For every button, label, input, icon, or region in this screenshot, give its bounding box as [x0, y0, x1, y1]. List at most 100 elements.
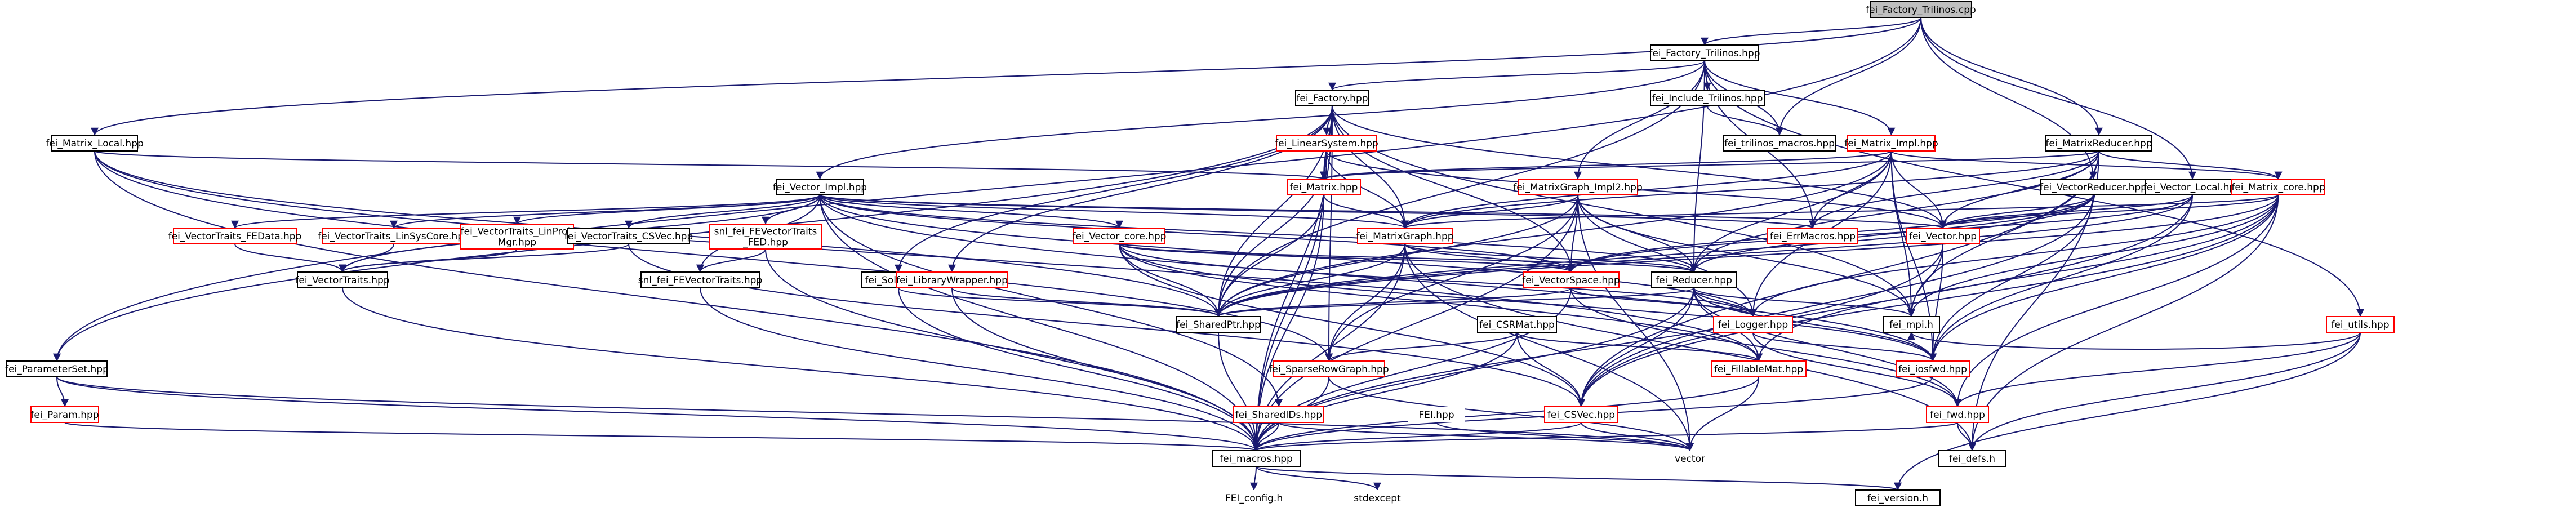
node-box — [460, 224, 574, 250]
node-fei-sharedptr-hpp[interactable]: fei_SharedPtr.hpp — [1176, 316, 1261, 333]
node-fei-vector-impl-hpp[interactable]: fei_Vector_Impl.hpp — [773, 179, 867, 195]
node-fei-parameterset-hpp[interactable]: fei_ParameterSet.hpp — [5, 360, 109, 377]
edge-factory-trilinos-hpp-to-matrix-impl — [1704, 60, 1896, 136]
node-fei-version-h[interactable]: fei_version.h — [1855, 489, 1941, 506]
node-fei-vectortraits-hpp[interactable]: fei_VectorTraits.hpp — [295, 271, 390, 288]
node-stdexcept[interactable]: stdexcept — [1346, 490, 1408, 506]
node-label: fei_defs.h — [1949, 453, 1995, 465]
node-box — [1073, 228, 1165, 244]
node-label: fei_Matrix.hpp — [1290, 182, 1358, 193]
node-fei-librarywrapper-hpp[interactable]: fei_LibraryWrapper.hpp — [896, 271, 1008, 288]
edge-macros-to-fei-config — [1250, 466, 1258, 491]
node-fei-linearsystem-hpp[interactable]: fei_LinearSystem.hpp — [1275, 135, 1378, 152]
node-fei-defs-h[interactable]: fei_defs.h — [1938, 450, 2006, 467]
node-fei-sharedids-hpp[interactable]: fei_SharedIDs.hpp — [1233, 406, 1324, 423]
node-box — [1212, 490, 1296, 506]
edge-matrixgraph-to-vectorspace — [1404, 243, 1575, 273]
node-label: fei_MatrixGraph.hpp — [1356, 231, 1453, 242]
node-snl-fei-fevectortraits-hpp[interactable]: snl_fei_FEVectorTraits.hpp — [638, 271, 763, 288]
node-box — [1523, 271, 1620, 288]
node-snl-fei-fevectortraits-fed-hpp[interactable]: snl_fei_FEVectorTraits_FED.hpp — [709, 224, 822, 250]
edge-linearsystem-to-matrixgraph — [1326, 150, 1409, 229]
node-label: fei_Factory_Trilinos.cpp — [1866, 5, 1976, 16]
edge-reducer-to-logger — [1693, 287, 1757, 317]
node-fei-param-hpp[interactable]: fei_Param.hpp — [30, 406, 99, 423]
node-fei-vectorspace-hpp[interactable]: fei_VectorSpace.hpp — [1522, 271, 1620, 288]
node-fei-factory-hpp[interactable]: fei_Factory.hpp — [1295, 90, 1369, 106]
node-fei-vector-local-hpp[interactable]: fei_Vector_Local.hpp — [2143, 179, 2241, 195]
node-fei-vector-hpp[interactable]: fei_Vector.hpp — [1906, 228, 1980, 244]
node-fei-matrix-local-hpp[interactable]: fei_Matrix_Local.hpp — [46, 135, 144, 152]
node-fei-logger-hpp[interactable]: fei_Logger.hpp — [1713, 316, 1793, 333]
node-fei-errmacros-hpp[interactable]: fei_ErrMacros.hpp — [1767, 228, 1858, 244]
edge-snl-fevt-fed-to-snl-fevt — [696, 248, 766, 273]
node-fei-vectortraits-fedata-hpp[interactable]: fei_VectorTraits_FEData.hpp — [168, 228, 302, 244]
node-box — [51, 135, 138, 152]
node-vector[interactable]: vector — [1662, 451, 1718, 466]
node-fei-vectortraits-csvec-hpp[interactable]: fei_VectorTraits_CSVec.hpp — [564, 228, 693, 244]
edge-matrixgraph-impl2-to-sparserowgraph — [1325, 194, 1578, 362]
node-fei-fillablemat-hpp[interactable]: fei_FillableMat.hpp — [1711, 360, 1807, 377]
node-fei-macros-hpp[interactable]: fei_macros.hpp — [1212, 450, 1301, 467]
node-label: fei_VectorTraits_LinSysCore.hpp — [318, 231, 470, 242]
node-fei-config-h[interactable]: FEI_config.h — [1212, 490, 1296, 506]
edge-parameterset-to-macros — [56, 376, 1260, 451]
node-fei-vector-core-hpp[interactable]: fei_Vector_core.hpp — [1073, 228, 1167, 244]
edge-fillablemat-to-vector-std — [1686, 376, 1759, 451]
node-label: FEI.hpp — [1418, 409, 1454, 421]
node-fei-vectortraits-linsyscore-hpp[interactable]: fei_VectorTraits_LinSysCore.hpp — [318, 228, 470, 244]
node-fei-fwd-hpp[interactable]: fei_fwd.hpp — [1926, 406, 1989, 423]
edge-sharedptr-to-macros — [1218, 332, 1260, 451]
edge-include-trilinos-to-trilinos-macros — [1707, 105, 1783, 136]
edge-vectorspace-to-fwd — [1570, 287, 1961, 407]
node-fei-vectorreducer-hpp[interactable]: fei_VectorReducer.hpp — [2040, 179, 2147, 195]
node-box — [6, 360, 108, 377]
node-fei-csvec-hpp[interactable]: fei_CSVec.hpp — [1544, 406, 1618, 423]
node-box — [30, 406, 99, 423]
edge-vector-core-to-sharedptr — [1119, 243, 1222, 317]
node-label: fei_FillableMat.hpp — [1714, 364, 1803, 375]
edge-matrix-core-to-iosfwd — [1929, 194, 2279, 362]
node-label: fei_SharedPtr.hpp — [1176, 319, 1261, 331]
edge-utils-to-mpi — [1907, 332, 2361, 350]
node-label: fei_Vector.hpp — [1909, 231, 1977, 242]
node-label: fei_Matrix_core.hpp — [2231, 182, 2325, 193]
node-fei-matrixgraph-impl2-hpp[interactable]: fei_MatrixGraph_Impl2.hpp — [1513, 179, 1643, 195]
node-box — [1650, 44, 1759, 61]
node-box — [1711, 360, 1807, 377]
edge-csrmat-to-sparserowgraph — [1325, 332, 1518, 362]
node-fei-factory-trilinos-cpp[interactable]: fei_Factory_Trilinos.cpp — [1866, 1, 1976, 18]
node-fei-utils-hpp[interactable]: fei_utils.hpp — [2326, 316, 2395, 333]
edge-reducer-to-mpi — [1693, 287, 1915, 317]
node-fei-iosfwd-hpp[interactable]: fei_iosfwd.hpp — [1896, 360, 1970, 377]
edge-utils-to-defs — [1968, 332, 2361, 451]
node-fei-sparserowgraph-hpp[interactable]: fei_SparseRowGraph.hpp — [1269, 360, 1389, 377]
edge-matrix-local-to-fillablemat — [94, 150, 1763, 362]
edge-matrix-core-to-mpi — [1907, 194, 2279, 317]
node-fei-reducer-hpp[interactable]: fei_Reducer.hpp — [1651, 271, 1737, 288]
edge-parameterset-to-param — [56, 376, 69, 407]
node-fei-matrixgraph-hpp[interactable]: fei_MatrixGraph.hpp — [1356, 228, 1454, 244]
node-fei-include-trilinos-hpp[interactable]: fei_Include_Trilinos.hpp — [1650, 90, 1765, 106]
node-fei-matrix-hpp[interactable]: fei_Matrix.hpp — [1287, 179, 1361, 195]
node-fei-factory-trilinos-hpp[interactable]: fei_Factory_Trilinos.hpp — [1649, 44, 1760, 61]
node-fei-matrixreducer-hpp[interactable]: fei_MatrixReducer.hpp — [2045, 135, 2152, 152]
node-box — [1723, 135, 1836, 152]
node-fei-matrix-impl-hpp[interactable]: fei_Matrix_Impl.hpp — [1844, 135, 1938, 152]
node-fei-mpi-h[interactable]: fei_mpi.h — [1883, 316, 1940, 333]
node-fei-csrmat-hpp[interactable]: fei_CSRMat.hpp — [1477, 316, 1557, 333]
edge-vector-local-to-iosfwd — [1929, 194, 2193, 362]
edge-reducer-to-sharedptr — [1214, 287, 1694, 317]
node-fei-matrix-core-hpp[interactable]: fei_Matrix_core.hpp — [2231, 179, 2325, 195]
edge-vectortraits-to-macros — [342, 287, 1260, 451]
node-label: fei_ParameterSet.hpp — [5, 364, 109, 375]
node-fei-trilinos-macros-hpp[interactable]: fei_trilinos_macros.hpp — [1723, 135, 1836, 152]
edge-matrix-impl-to-matrix-hpp — [1320, 150, 1892, 180]
node-box — [1650, 90, 1765, 106]
node-box — [1273, 360, 1385, 377]
node-fei-hpp[interactable]: FEI.hpp — [1408, 407, 1465, 422]
edge-matrix-core-to-fwd — [1954, 194, 2279, 407]
